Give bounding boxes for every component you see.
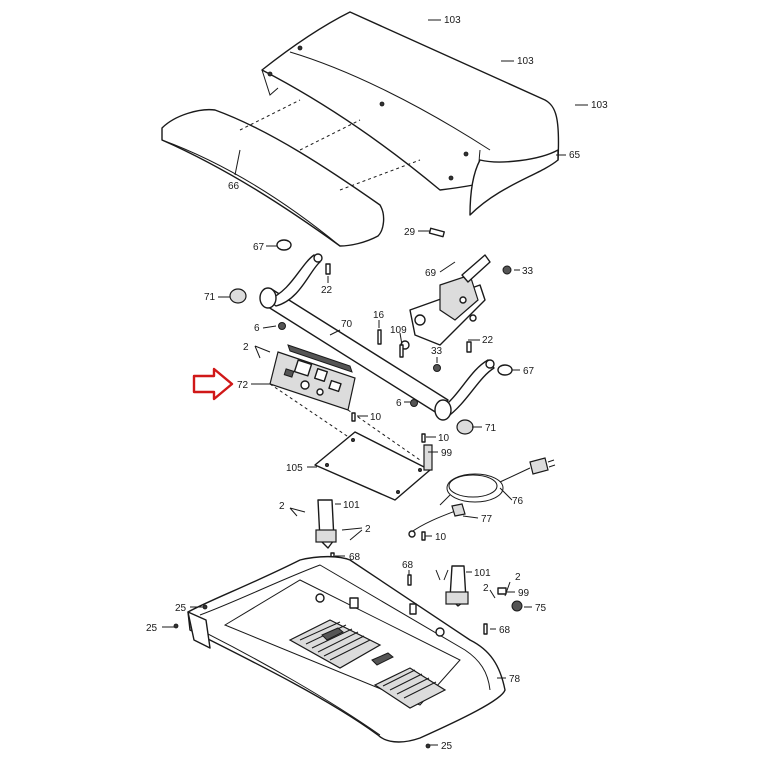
highlight-arrow-icon [192,367,234,401]
callout-16: 16 [373,310,385,321]
knob-part-71-left [229,288,247,304]
hood-cover-part-65 [261,11,560,216]
callout-101-right: 101 [474,568,491,579]
callout-68-right: 68 [499,625,511,636]
callout-67-right: 67 [523,366,535,377]
screw-part-25-c [425,743,431,749]
callout-10-mid: 10 [438,433,450,444]
bolt-part-22-left [325,263,331,275]
knob-part-75 [511,600,523,612]
bolt-part-16 [377,329,382,345]
screw-part-10-mid [421,433,426,443]
nut-part-33-mid [433,364,441,372]
callout-103-top: 103 [444,15,461,26]
callout-6-top: 6 [254,323,260,334]
front-lid-part-66 [161,108,385,247]
callout-2-d: 2 [515,572,521,583]
callout-99-top: 99 [441,448,453,459]
callout-71-right: 71 [485,423,497,434]
callout-labels: 103 103 103 65 66 29 67 33 69 71 22 70 1… [146,15,608,752]
upright-bracket-part-101-right [445,565,469,607]
leader-lines [162,19,588,746]
power-cord-part-76 [439,457,556,506]
controller-board-part-72 [269,344,356,411]
bolt-part-22-right [466,341,472,353]
callout-76: 76 [512,496,524,507]
callout-22-right: 22 [482,335,494,346]
callout-67-top: 67 [253,242,265,253]
upright-bracket-part-101-left [315,499,337,549]
ground-tab-part-99 [423,444,433,471]
mounting-plate-part-105 [314,431,431,501]
callout-10-top: 10 [370,412,382,423]
callout-25-a: 25 [175,603,187,614]
callout-109: 109 [390,325,407,336]
nut-part-33-top [502,265,512,275]
callout-10-low: 10 [435,532,447,543]
nut-part-6-bottom [410,399,418,407]
callout-2-a: 2 [243,342,249,353]
callout-77: 77 [481,514,493,525]
upright-frame-part-70 [259,253,495,421]
base-housing-part-78 [187,555,506,743]
incline-motor-part-69 [400,254,491,350]
callout-69: 69 [425,268,437,279]
callout-72: 72 [237,380,249,391]
callout-29: 29 [404,227,416,238]
callout-78: 78 [509,674,521,685]
callout-25-c: 25 [441,741,453,752]
callout-6-bottom: 6 [396,398,402,409]
washer-part-67-top [276,239,292,251]
washer-part-67-right [497,364,513,376]
callout-2-e: 2 [483,583,489,594]
nut-part-6-top [278,322,286,330]
callout-2-b: 2 [279,501,285,512]
callout-33-mid: 33 [431,346,443,357]
callout-101-left: 101 [343,500,360,511]
callout-25-b: 25 [146,623,158,634]
callout-99-right: 99 [518,588,530,599]
screw-part-68-mid [407,574,412,586]
callout-103-mid: 103 [517,56,534,67]
knob-part-71-right [456,419,474,435]
wire-harness-part-77 [408,503,466,538]
callout-103-right: 103 [591,100,608,111]
callout-75: 75 [535,603,547,614]
callout-66: 66 [228,181,240,192]
callout-71-left: 71 [204,292,216,303]
screw-part-10-top [351,412,356,422]
callout-22-left: 22 [321,285,333,296]
callout-105: 105 [286,463,303,474]
screw-part-68-right [483,623,488,635]
bracket-part-99-right [497,587,507,595]
callout-65: 65 [569,150,581,161]
screw-part-25-b [173,623,179,629]
callout-33-top: 33 [522,266,534,277]
callout-68-mid: 68 [402,560,414,571]
bolt-part-109 [399,344,404,358]
screw-part-10-low [421,531,426,541]
callout-2-c: 2 [365,524,371,535]
callout-68-left: 68 [349,552,361,563]
callout-70: 70 [341,319,353,330]
screw-part-25-a [202,604,208,610]
bolt-part-29 [428,227,445,238]
